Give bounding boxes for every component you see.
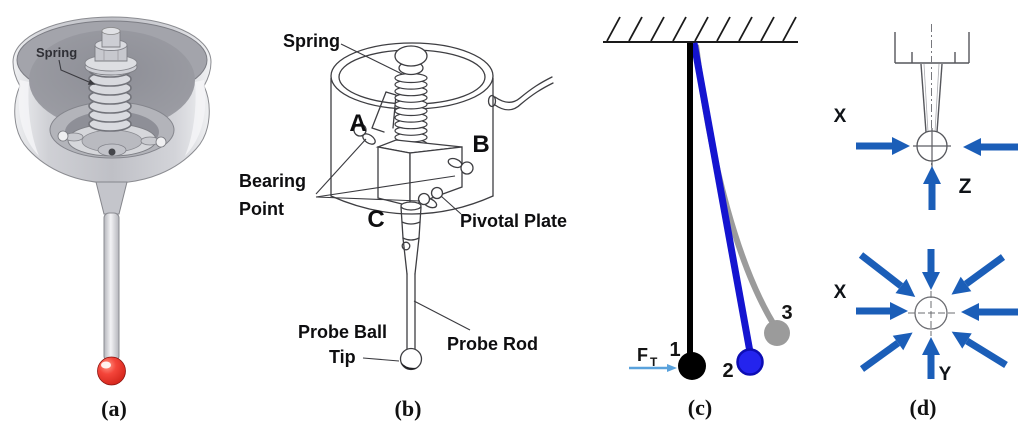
position-1-label: 1: [669, 339, 680, 361]
cup-bottom-arc: [330, 195, 494, 215]
point-a-label: A: [349, 110, 366, 137]
pendulum-ball-3: [764, 320, 790, 346]
spring-leader: [340, 43, 403, 75]
pendulum-rod-2: [690, 42, 754, 353]
pendulum-ball-1: [678, 352, 706, 380]
probe-rod-leader: [413, 300, 471, 331]
bearing-b: [447, 157, 474, 175]
panel-b-probe-diagram: Spring A B C Bearing Point Pivotal Plate…: [239, 31, 567, 371]
panel-b-spring-label: Spring: [283, 31, 340, 51]
probe-ball-tip-label-line1: Probe Ball: [298, 322, 387, 342]
point-b-label: B: [472, 131, 489, 158]
xz-arrows: [856, 137, 1018, 210]
cup-interior-lines: [371, 91, 397, 133]
probe-ball-tip-label-line2: Tip: [329, 347, 356, 367]
panel-d-direction-diagram: X Z X Y: [834, 24, 1018, 385]
x-lower-label: X: [834, 282, 847, 303]
arrow-ne: [951, 254, 1006, 295]
arrow-se: [951, 331, 1008, 368]
bearing-point-leaders: [315, 138, 456, 202]
ruby-tip-ball: [97, 356, 126, 386]
spring-top-bolt: [84, 27, 138, 76]
position-2-label: 2: [722, 360, 733, 382]
housing-highlight-right: [185, 80, 206, 156]
arrow-sw: [859, 332, 913, 372]
point-c-label: C: [367, 206, 384, 233]
tripod-plate: [57, 123, 167, 157]
z-label: Z: [959, 175, 972, 198]
caption-c: (c): [688, 395, 712, 420]
ceiling-hatching: [606, 16, 797, 42]
arrow-nw: [858, 252, 916, 298]
xy-arrows: [856, 249, 1018, 379]
housing-highlight-left: [18, 80, 39, 156]
panel-a-spring-leader: [58, 59, 96, 85]
spring-coil: [88, 62, 132, 132]
stylus-rod: [103, 212, 120, 362]
bearing-point-label-line2: Point: [239, 199, 284, 219]
pivotal-plate-leader: [440, 195, 462, 215]
panel-a-spring-label: Spring: [36, 45, 77, 60]
x-upper-label: X: [834, 106, 847, 127]
bearing-c: [417, 186, 444, 209]
pivotal-plate-label: Pivotal Plate: [460, 211, 567, 231]
bearing-point-label-line1: Bearing: [239, 171, 306, 191]
caption-b: (b): [395, 396, 422, 421]
panel-a-probe-render: Spring: [12, 16, 212, 386]
caption-a: (a): [101, 396, 127, 421]
caption-d: (d): [910, 395, 937, 420]
tip-ball-highlight: [101, 361, 111, 369]
trigger-force-label: F: [637, 345, 648, 365]
pendulum-ball-2: [736, 348, 764, 376]
position-3-label: 3: [781, 302, 792, 324]
trigger-force-subscript: T: [650, 355, 658, 369]
probe-rod-drawing: [399, 201, 423, 371]
panel-c-pendulum-diagram: 1 2 3 F T: [603, 16, 798, 382]
stylus-stem: [95, 181, 128, 215]
probe-rod-label: Probe Rod: [447, 334, 538, 354]
spring-knob: [394, 45, 428, 67]
probe-tip-leader: [362, 357, 400, 362]
y-label: Y: [939, 364, 952, 385]
probe-cable: [487, 76, 554, 111]
bearing-a: [353, 123, 376, 145]
